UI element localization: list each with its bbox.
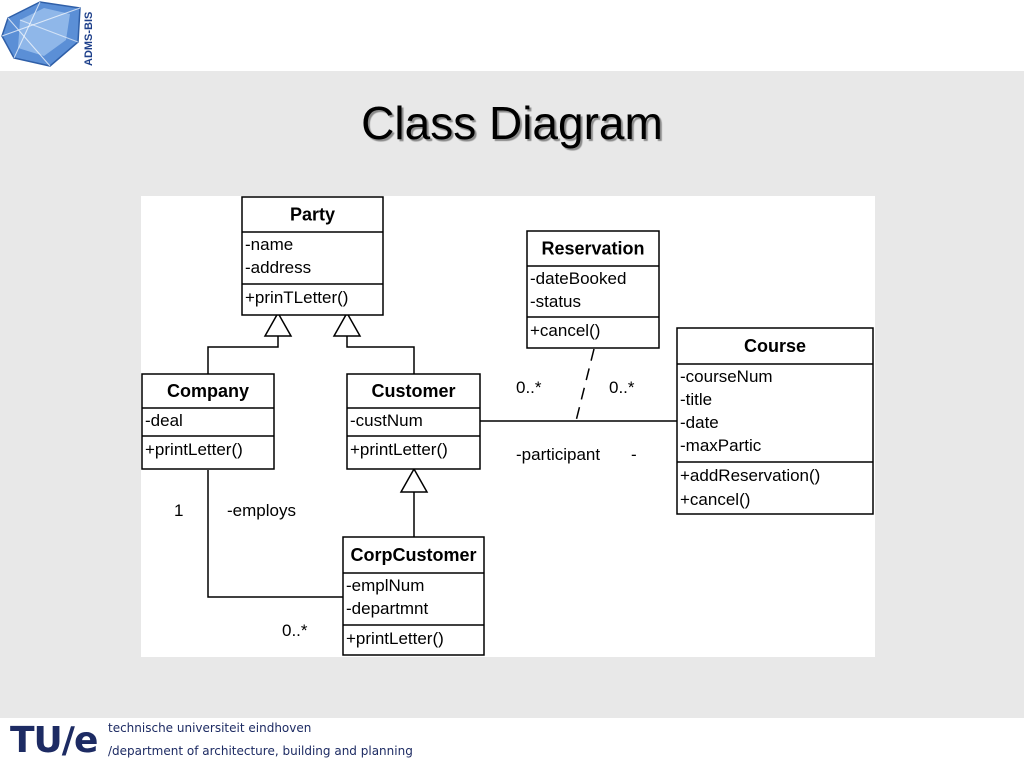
class-attribute: -address: [245, 258, 311, 277]
class-operation: +cancel(): [680, 490, 750, 509]
department-name: /department of architecture, building an…: [108, 744, 413, 758]
generalization-customer-party: [346, 336, 415, 374]
role-employs: -employs: [227, 501, 296, 520]
role-course: -: [631, 445, 637, 464]
multiplicity-company: 1: [174, 501, 183, 520]
class-box: [141, 373, 275, 470]
class-attribute: -dateBooked: [530, 269, 626, 288]
role-participant: -participant: [516, 445, 600, 464]
inheritance-arrow-corp-customer: [399, 467, 429, 493]
class-attribute: -custNum: [350, 411, 423, 430]
university-name: technische universiteit eindhoven: [108, 721, 312, 735]
slide-title: Class Diagram: [361, 97, 663, 149]
logo-text: ADMS-BIS: [83, 12, 95, 66]
multiplicity-course: 0..*: [609, 378, 635, 397]
class-attribute: -courseNum: [680, 367, 773, 386]
class-box: [241, 196, 384, 316]
multiplicity-customer: 0..*: [516, 378, 542, 397]
class-operation: +printLetter(): [145, 440, 243, 459]
generalization-company-party: [207, 336, 279, 374]
adms-bis-logo: ADMS-BIS: [1, 1, 95, 67]
class-operation: +cancel(): [530, 321, 600, 340]
uml-class-diagram: Party -name -address +prinTLetter() Company -…: [141, 196, 875, 657]
class-company: Company -deal +printLetter(): [141, 373, 275, 470]
class-box: [526, 230, 660, 349]
class-name: Course: [744, 336, 806, 356]
class-attribute: -name: [245, 235, 293, 254]
class-attribute: -title: [680, 390, 712, 409]
class-attribute: -maxPartic: [680, 436, 762, 455]
tue-logo: TU/e: [10, 720, 98, 761]
class-name: Reservation: [541, 239, 644, 259]
class-name: Company: [167, 381, 249, 401]
association-company-corpcustomer: [207, 470, 343, 598]
class-course: Course -courseNum -title -date -maxPartic +ad…: [676, 327, 874, 515]
header-bar: [0, 0, 1024, 71]
class-name: CorpCustomer: [350, 545, 476, 565]
class-attribute: -departmnt: [346, 599, 428, 618]
class-operation: +printLetter(): [350, 440, 448, 459]
class-customer: Customer -custNum +printLetter(): [346, 373, 481, 470]
class-operation: +prinTLetter(): [245, 288, 348, 307]
class-operation: +addReservation(): [680, 466, 820, 485]
class-corp-customer: CorpCustomer -emplNum -departmnt +printLett…: [342, 536, 485, 656]
class-attribute: -deal: [145, 411, 183, 430]
multiplicity-corpcustomer: 0..*: [282, 621, 308, 640]
class-box: [342, 536, 485, 656]
class-operation: +printLetter(): [346, 629, 444, 648]
class-reservation: Reservation -dateBooked -status +cancel(): [526, 230, 660, 349]
footer-bar: [0, 718, 1024, 768]
inheritance-arrow-customer: [332, 311, 362, 337]
class-box: [676, 327, 874, 515]
class-attribute: -status: [530, 292, 581, 311]
association-class-link: [575, 348, 595, 422]
inheritance-arrow-company: [263, 311, 293, 337]
class-name: Party: [290, 205, 335, 225]
class-box: [346, 373, 481, 470]
class-party: Party -name -address +prinTLetter(): [241, 196, 384, 316]
class-name: Customer: [371, 381, 455, 401]
class-attribute: -date: [680, 413, 719, 432]
class-attribute: -emplNum: [346, 576, 424, 595]
